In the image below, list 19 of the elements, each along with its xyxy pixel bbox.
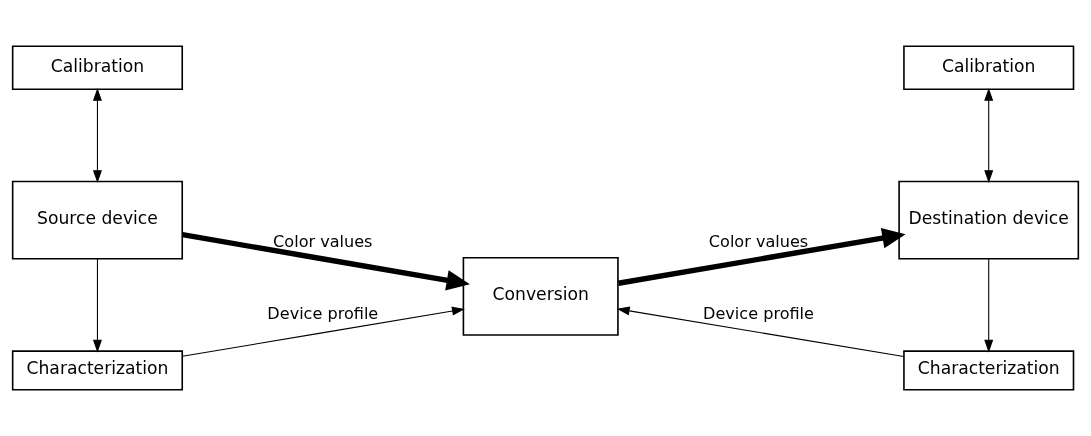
arrow xyxy=(984,258,994,353)
node-box: Characterization xyxy=(11,350,184,391)
edge-label: Device profile xyxy=(267,303,379,323)
edge-label: Color values xyxy=(708,231,809,251)
node-box: Calibration xyxy=(903,45,1075,91)
node-box: Calibration xyxy=(11,45,184,91)
arrow xyxy=(92,258,102,353)
arrow xyxy=(616,306,905,357)
edge-label: Device profile xyxy=(703,303,814,323)
arrow xyxy=(984,87,994,184)
arrow xyxy=(182,306,465,357)
arrow xyxy=(182,232,470,291)
node-box: Conversion xyxy=(462,256,619,336)
node-box: Destination device xyxy=(898,180,1080,260)
arrow xyxy=(92,87,102,184)
node-box: Characterization xyxy=(903,350,1075,391)
arrow xyxy=(617,228,906,286)
edge-label: Color values xyxy=(273,231,373,251)
node-box: Source device xyxy=(11,180,184,260)
